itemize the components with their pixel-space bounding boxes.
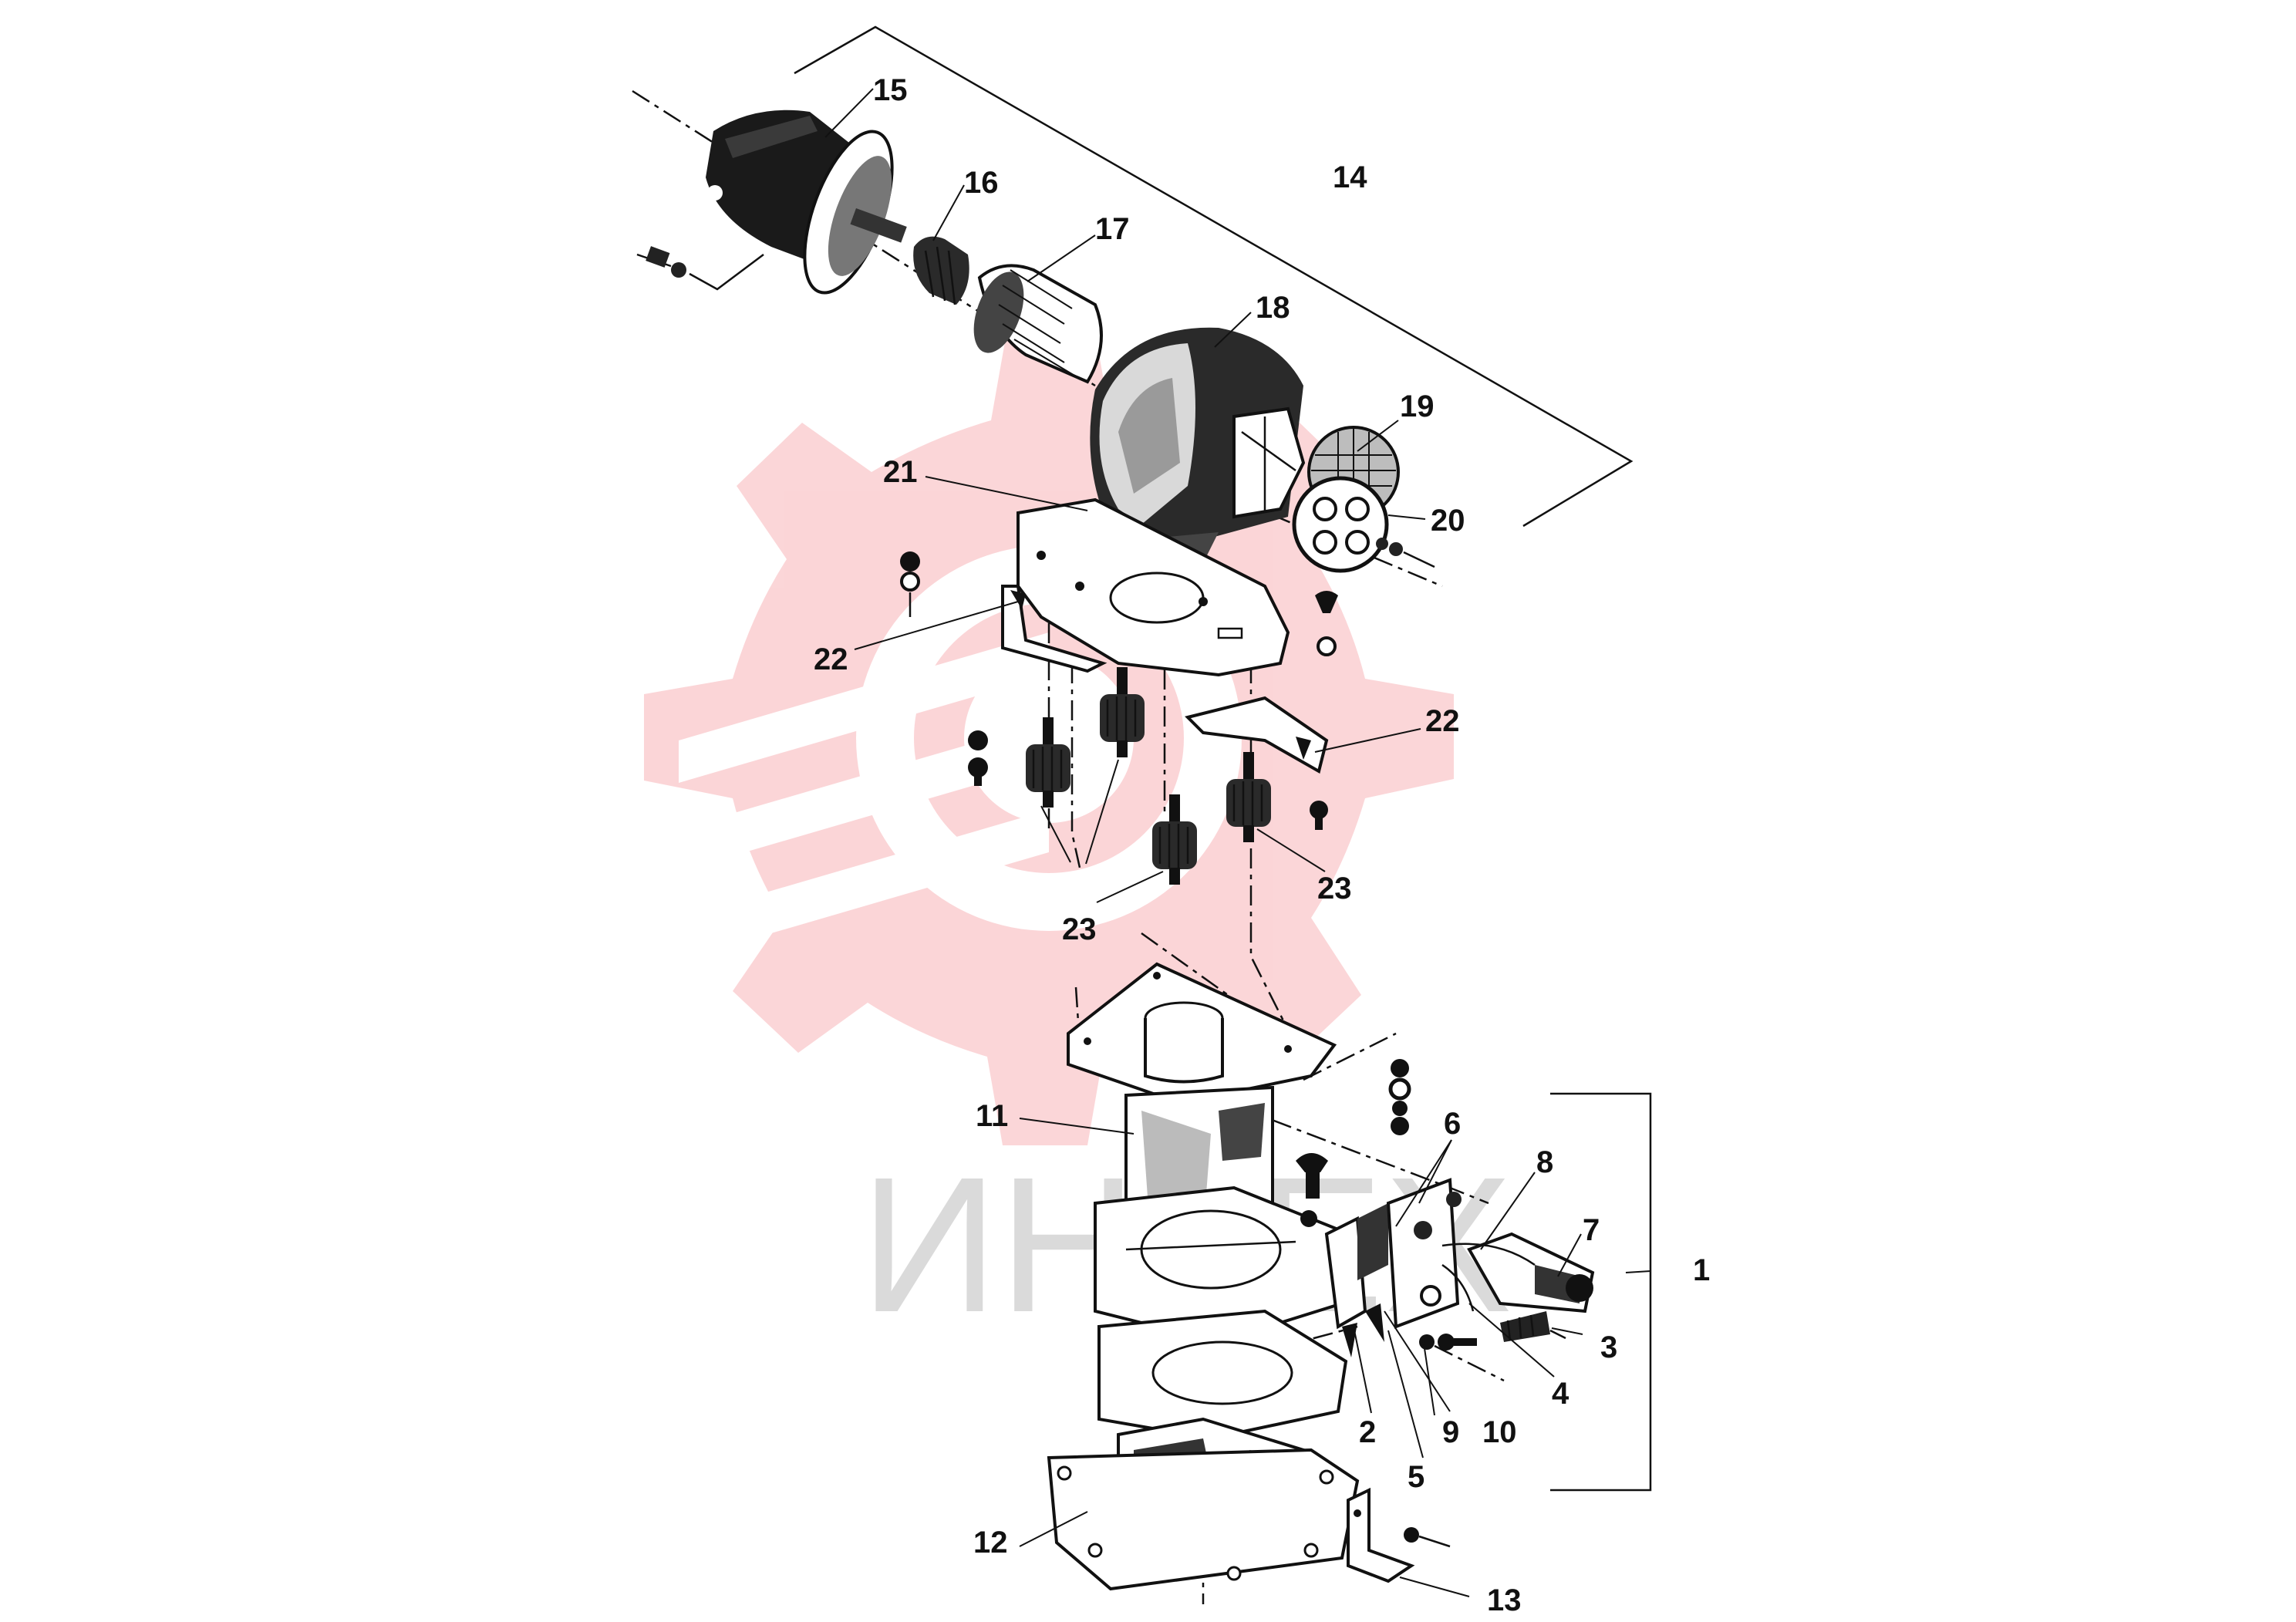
stud-axis-d — [1070, 663, 1081, 868]
coupling-16 — [913, 236, 969, 305]
callout-1: 1 — [1693, 1253, 1710, 1287]
electrode-holder — [1324, 1203, 1388, 1357]
callout-12: 12 — [973, 1526, 1008, 1560]
callout-7: 7 — [1583, 1213, 1600, 1247]
hex-bolt-left — [636, 246, 764, 291]
burner-tube-11 — [1067, 962, 1352, 1344]
callout-23-right: 23 — [1317, 872, 1352, 905]
mounting-plate-21 — [1017, 497, 1290, 677]
carriage-bolt — [1296, 1153, 1328, 1199]
vibration-mount-23-a — [1026, 717, 1070, 808]
electrode-plate — [1386, 1178, 1462, 1329]
callout-16: 16 — [964, 166, 999, 200]
callout-22-right: 22 — [1425, 704, 1460, 738]
callout-13: 13 — [1487, 1583, 1522, 1617]
spring-3 — [1500, 1311, 1566, 1342]
callout-23-left: 23 — [1062, 912, 1097, 946]
vibration-mount-23-b — [1100, 667, 1145, 757]
bracket-1 — [1550, 1092, 1652, 1492]
callout-14: 14 — [1333, 160, 1367, 194]
callout-8: 8 — [1536, 1145, 1553, 1179]
callout-18: 18 — [1256, 291, 1290, 325]
callout-21: 21 — [883, 455, 918, 489]
callout-11: 11 — [976, 1099, 1008, 1133]
callout-19: 19 — [1400, 389, 1435, 423]
nut-small — [1300, 1210, 1317, 1227]
mount-axis-a — [1141, 932, 1250, 1012]
screw-axis — [1434, 1344, 1505, 1382]
callout-4: 4 — [1552, 1377, 1569, 1411]
fan-housing-18 — [1090, 327, 1306, 567]
vibration-mount-23-c — [1152, 794, 1197, 885]
callout-22-left: 22 — [814, 642, 848, 676]
bracket-13 — [1347, 1487, 1451, 1583]
base-flange-12 — [1047, 1309, 1360, 1591]
motor-15 — [706, 110, 907, 295]
air-disc-20 — [1292, 476, 1435, 573]
washer-stack — [1388, 1059, 1411, 1135]
bracket-22-left — [1001, 585, 1108, 673]
blower-wheel-17 — [973, 264, 1103, 384]
callout-3: 3 — [1600, 1330, 1617, 1364]
nut-bolt-left-lower — [968, 730, 988, 786]
washer-axis — [1303, 1032, 1397, 1081]
screw-right — [1310, 801, 1328, 830]
callout-5: 5 — [1408, 1460, 1424, 1494]
callout-15: 15 — [873, 73, 908, 107]
callout-10: 10 — [1482, 1415, 1517, 1449]
bracket-14 — [794, 25, 1633, 528]
callout-17: 17 — [1095, 212, 1130, 246]
callout-6: 6 — [1444, 1107, 1461, 1141]
wing-nut-right — [1315, 591, 1338, 656]
vibration-mount-23-d — [1226, 752, 1271, 842]
callout-2: 2 — [1359, 1415, 1376, 1449]
callout-20: 20 — [1431, 504, 1465, 538]
nut-washer-left — [900, 551, 920, 617]
callout-9: 9 — [1442, 1415, 1459, 1449]
leader-lines — [824, 88, 1651, 1597]
bracket-22-right — [1185, 696, 1329, 774]
